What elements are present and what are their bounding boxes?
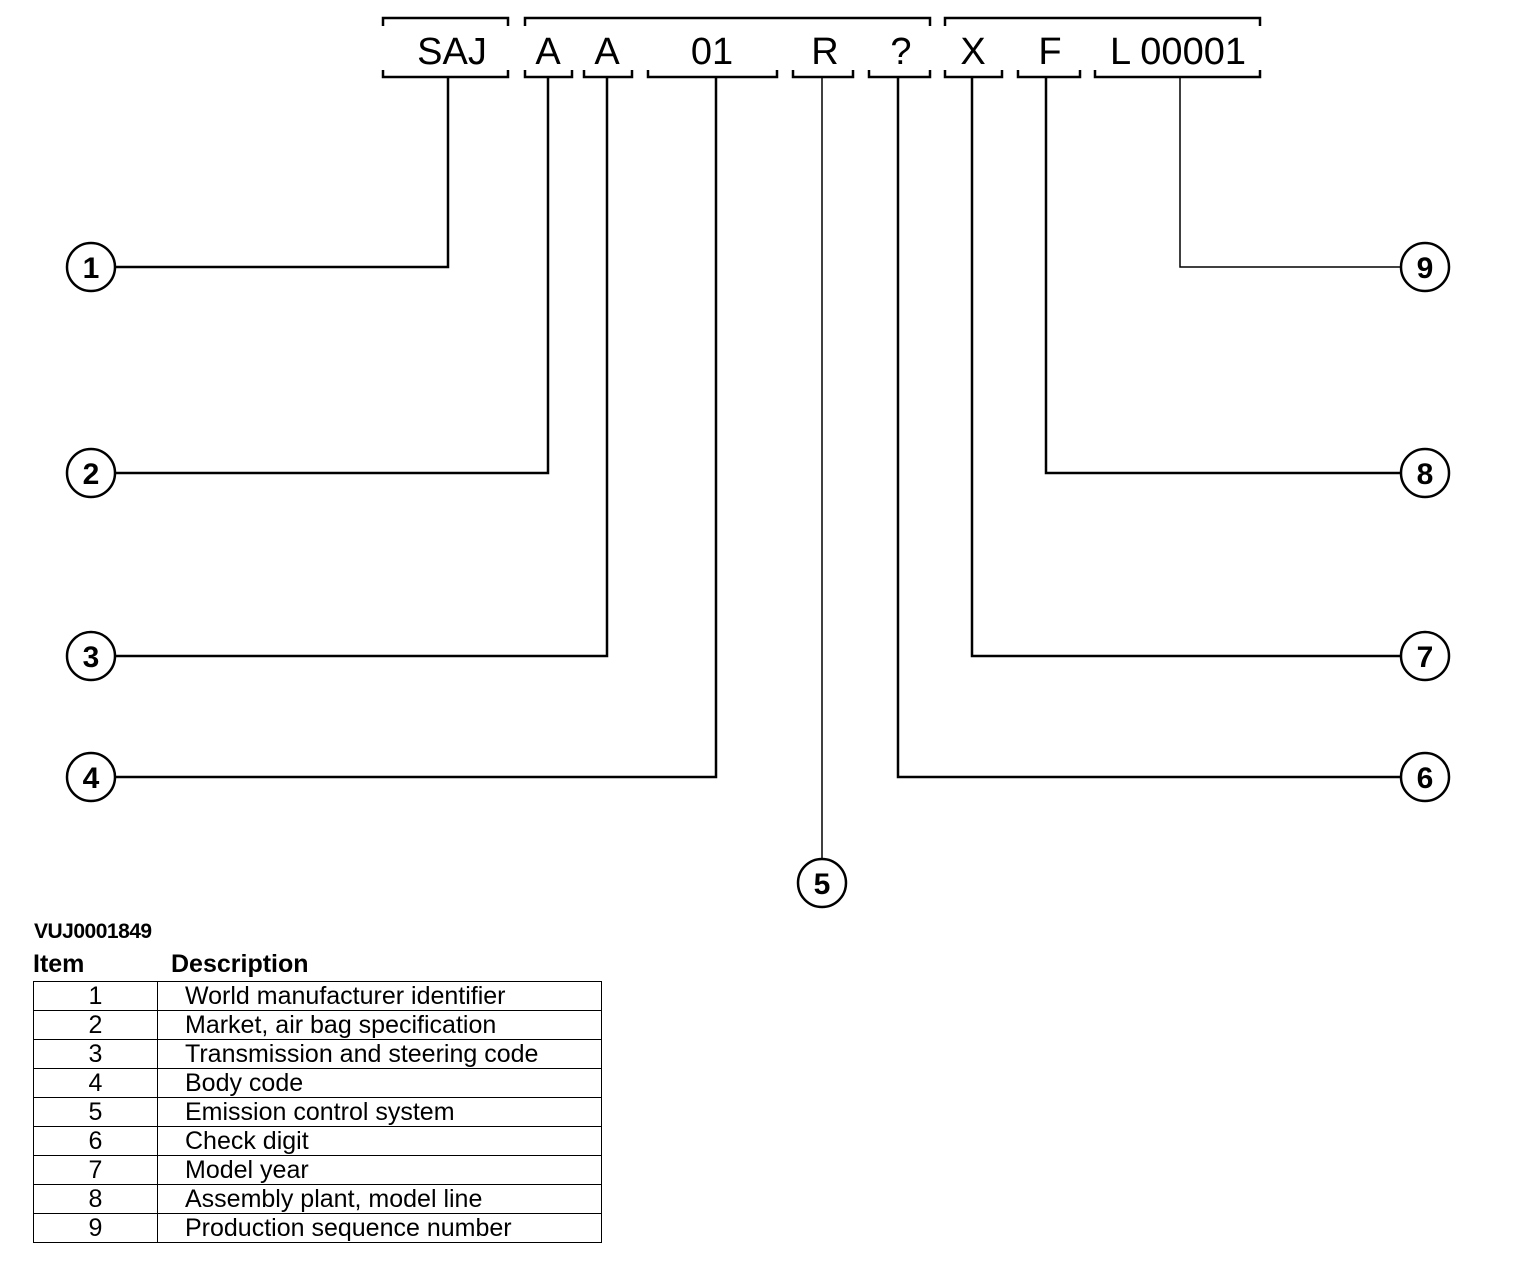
leader-1 — [116, 77, 450, 269]
vin-segment-2: A — [535, 31, 561, 73]
callout-1-label: 1 — [83, 252, 100, 285]
callout-9: 9 — [1399, 241, 1451, 293]
callout-9-label: 9 — [1417, 252, 1434, 285]
table-row: 5 Emission control system — [33, 1097, 602, 1127]
callout-6-label: 6 — [1417, 762, 1434, 795]
callouts: 1 2 3 4 5 6 7 8 — [65, 241, 1451, 909]
underline-7 — [943, 70, 1004, 79]
underline-6 — [867, 70, 932, 79]
underline-9 — [1093, 70, 1262, 79]
callout-4: 4 — [65, 751, 117, 803]
vin-segment-6: ? — [890, 31, 911, 73]
leader-8 — [1044, 77, 1401, 475]
legend-item-description: Market, air bag specification — [157, 1010, 602, 1040]
vin-segment-3: A — [594, 31, 620, 73]
leader-2 — [116, 77, 550, 475]
legend-item-description: Body code — [157, 1068, 602, 1098]
callout-5-label: 5 — [814, 868, 831, 901]
vin-code: SAJ A A 01 R ? X F L 00001 — [417, 31, 1246, 73]
table-row: 6 Check digit — [33, 1126, 602, 1156]
legend-header-item: Item — [33, 950, 85, 978]
leader-3 — [116, 77, 609, 658]
legend-item-number: 9 — [33, 1213, 158, 1243]
bracket-vds — [523, 16, 932, 26]
table-row: 9 Production sequence number — [33, 1213, 602, 1243]
bracket-vis — [943, 16, 1262, 26]
legend-item-number: 2 — [33, 1010, 158, 1040]
underline-1 — [381, 70, 510, 79]
legend-item-description: Production sequence number — [157, 1213, 602, 1243]
leader-4 — [116, 77, 718, 779]
leader-7 — [970, 77, 1401, 658]
vin-segment-9: L 00001 — [1110, 31, 1246, 73]
legend-item-number: 6 — [33, 1126, 158, 1156]
legend-item-description: World manufacturer identifier — [157, 981, 602, 1011]
legend-item-number: 7 — [33, 1155, 158, 1185]
callout-2-label: 2 — [83, 458, 100, 491]
underline-4 — [646, 70, 779, 79]
vin-segment-1: SAJ — [417, 31, 487, 73]
callout-7-label: 7 — [1417, 641, 1434, 674]
callout-7: 7 — [1399, 630, 1451, 682]
underline-8 — [1016, 70, 1082, 79]
legend-item-description: Check digit — [157, 1126, 602, 1156]
table-row: 2 Market, air bag specification — [33, 1010, 602, 1040]
vin-diagram: SAJ A A 01 R ? X F L 00001 1 — [65, 16, 1451, 909]
legend-table: 1 World manufacturer identifier 2 Market… — [33, 981, 602, 1243]
legend-item-description: Assembly plant, model line — [157, 1184, 602, 1214]
legend-item-number: 3 — [33, 1039, 158, 1069]
table-row: 8 Assembly plant, model line — [33, 1184, 602, 1214]
legend-item-number: 1 — [33, 981, 158, 1011]
figure-reference: VUJ0001849 — [34, 920, 152, 943]
legend-item-description: Transmission and steering code — [157, 1039, 602, 1069]
callout-6: 6 — [1399, 751, 1451, 803]
callout-1: 1 — [65, 241, 117, 293]
vin-segment-5: R — [811, 31, 838, 73]
leader-6 — [896, 77, 1401, 779]
legend-item-number: 5 — [33, 1097, 158, 1127]
segment-underlines — [381, 70, 1262, 79]
callout-4-label: 4 — [83, 762, 100, 795]
callout-2: 2 — [65, 447, 117, 499]
leader-lines — [116, 77, 1401, 859]
vin-segment-4: 01 — [691, 31, 733, 73]
table-row: 7 Model year — [33, 1155, 602, 1185]
callout-3: 3 — [65, 630, 117, 682]
vin-segment-8: F — [1038, 31, 1061, 73]
leader-9 — [1179, 77, 1401, 268]
legend-item-number: 8 — [33, 1184, 158, 1214]
vin-segment-7: X — [960, 31, 985, 73]
legend-item-description: Model year — [157, 1155, 602, 1185]
table-row: 4 Body code — [33, 1068, 602, 1098]
legend-item-description: Emission control system — [157, 1097, 602, 1127]
table-row: 3 Transmission and steering code — [33, 1039, 602, 1069]
callout-5: 5 — [796, 857, 848, 909]
callout-3-label: 3 — [83, 641, 100, 674]
bracket-wmi — [381, 16, 510, 26]
callout-8-label: 8 — [1417, 458, 1434, 491]
group-brackets — [381, 16, 1262, 26]
table-row: 1 World manufacturer identifier — [33, 981, 602, 1011]
underline-5 — [791, 70, 855, 79]
legend-header-description: Description — [171, 950, 309, 978]
callout-8: 8 — [1399, 447, 1451, 499]
legend-item-number: 4 — [33, 1068, 158, 1098]
